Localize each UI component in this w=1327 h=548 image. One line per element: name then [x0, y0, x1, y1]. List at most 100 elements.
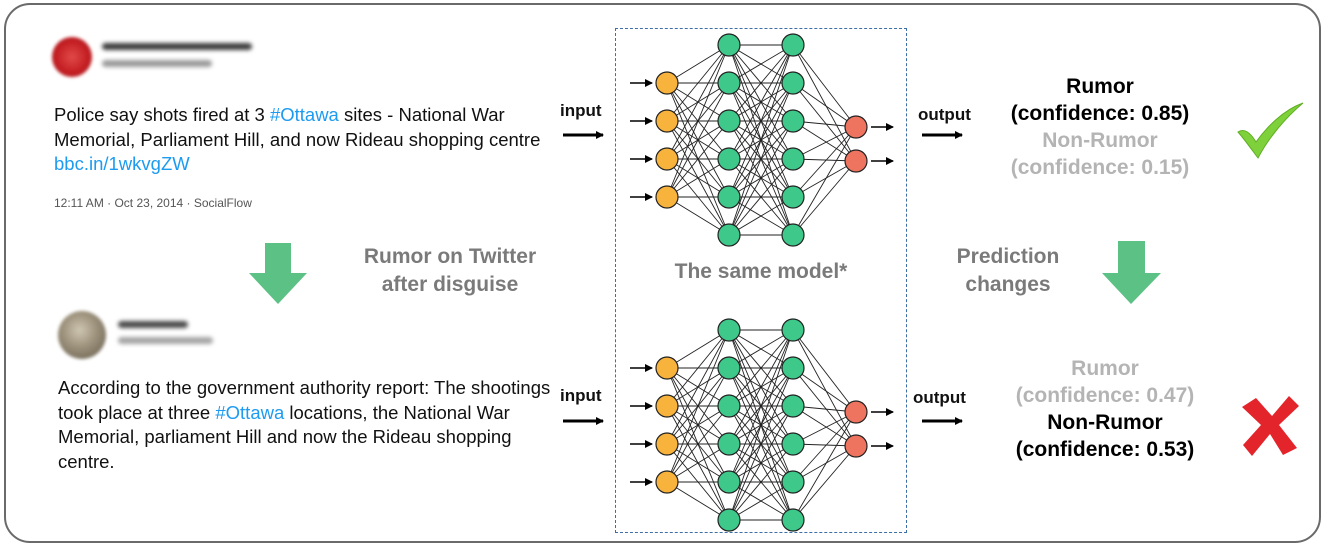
bottom-neural-network [630, 318, 894, 532]
bottom-tweet-handle-blur [118, 337, 213, 344]
top-net-output-node [844, 149, 868, 173]
top-result-secondary: Non-Rumor [1042, 129, 1158, 152]
bottom-net-input-node [655, 432, 679, 456]
top-net-connections [666, 44, 857, 236]
top-net-hidden2-node [781, 147, 805, 171]
top-net-connection [792, 126, 857, 160]
bottom-net-hidden1-node [717, 394, 741, 418]
top-net-connection [666, 44, 730, 84]
bottom-tweet-hashtag[interactable]: #Ottawa [215, 401, 285, 423]
bottom-net-connection [792, 367, 857, 413]
bottom-tweet-text: According to the government authority re… [58, 376, 558, 474]
disguise-label-line2: after disguise [381, 273, 519, 296]
bottom-net-connection [728, 481, 794, 521]
top-input-label: input [560, 101, 602, 120]
top-net-connection [792, 82, 857, 128]
top-net-connection [666, 82, 730, 198]
top-net-connection [728, 44, 794, 236]
bottom-result-secondary-confidence: (confidence: 0.47) [1015, 384, 1195, 407]
top-tweet-username-blur [102, 43, 252, 50]
bottom-net-connection [666, 329, 730, 445]
prediction-label-line1: Prediction [956, 245, 1060, 268]
top-net-connection [666, 44, 730, 122]
top-net-connection [728, 44, 794, 84]
top-net-connection [792, 44, 857, 128]
top-net-input-node [655, 147, 679, 171]
bottom-input-label: input [560, 386, 602, 405]
bottom-net-hidden2-node [781, 470, 805, 494]
top-net-hidden1-node [717, 33, 741, 57]
top-net-connection [728, 44, 794, 160]
top-result-primary: Rumor [1066, 75, 1134, 98]
bottom-net-connection [728, 329, 794, 407]
top-tweet-hashtag[interactable]: #Ottawa [269, 104, 339, 125]
top-net-hidden2-node [781, 71, 805, 95]
bottom-result-secondary: Rumor [1071, 357, 1139, 380]
bottom-net-connection [792, 329, 857, 413]
disguise-label: Rumor on Twitter after disguise [340, 243, 560, 299]
top-output-label: output [918, 105, 971, 124]
bottom-net-connection [666, 405, 730, 483]
bottom-net-connection [792, 367, 857, 447]
top-tweet-text: Police say shots fired at 3 #Ottawa site… [54, 103, 554, 177]
bottom-net-hidden2-node [781, 318, 805, 342]
left-down-arrow [249, 243, 307, 304]
bottom-net-hidden1-node [717, 470, 741, 494]
top-net-hidden1-node [717, 185, 741, 209]
top-net-hidden1-node [717, 109, 741, 133]
prediction-label-line2: changes [965, 273, 1051, 296]
cross-icon [1242, 396, 1299, 456]
top-net-connection [792, 82, 857, 162]
top-net-connection [792, 126, 857, 236]
disguise-label-line1: Rumor on Twitter [363, 245, 537, 268]
top-tweet-avatar [52, 37, 92, 77]
top-net-connection [666, 44, 730, 160]
top-tweet-meta: 12:11 AM · Oct 23, 2014 · SocialFlow [54, 196, 252, 210]
top-net-connection [728, 44, 794, 198]
figure-frame [4, 3, 1321, 543]
top-net-connection [792, 120, 857, 162]
top-net-connection [666, 44, 730, 198]
prediction-changes-label: Prediction changes [928, 243, 1088, 299]
bottom-result-primary-confidence: (confidence: 0.53) [1015, 438, 1195, 461]
bottom-net-connection [792, 445, 857, 521]
bottom-net-connection [728, 329, 794, 369]
bottom-net-connection [728, 367, 794, 521]
top-net-connection [728, 196, 794, 236]
top-net-connection [792, 160, 857, 198]
bottom-net-connection [666, 443, 730, 483]
bottom-net-output-node [844, 434, 868, 458]
top-net-connection [666, 120, 730, 198]
bottom-output-label: output [913, 388, 966, 407]
bottom-net-hidden2-node [781, 508, 805, 532]
top-net-input-node [655, 109, 679, 133]
bottom-net-connection [792, 411, 857, 521]
top-net-connection [728, 158, 794, 236]
top-tweet-link[interactable]: bbc.in/1wkvgZW [54, 153, 190, 174]
bottom-net-hidden2-node [781, 356, 805, 380]
top-net-input-node [655, 185, 679, 209]
bottom-net-hidden1-node [717, 356, 741, 380]
right-down-arrow [1102, 241, 1161, 304]
bottom-net-hidden2-node [781, 394, 805, 418]
top-net-hidden2-node [781, 185, 805, 209]
bottom-net-connection [792, 405, 857, 447]
top-net-connection [792, 126, 857, 198]
bottom-result: Rumor (confidence: 0.47) Non-Rumor (conf… [995, 355, 1215, 463]
bottom-net-input-node [655, 356, 679, 380]
model-box [615, 28, 907, 533]
bottom-net-hidden2-node [781, 432, 805, 456]
bottom-net-connection [666, 329, 730, 369]
top-net-hidden1-node [717, 71, 741, 95]
bottom-tweet-text-start: According to the government authority re… [58, 377, 551, 423]
top-net-connection [666, 196, 730, 236]
top-net-hidden2-node [781, 223, 805, 247]
bottom-net-input-node [655, 394, 679, 418]
top-net-hidden1-node [717, 147, 741, 171]
bottom-tweet-text-end: locations, the National War Memorial, pa… [58, 401, 512, 472]
bottom-net-connection [666, 329, 730, 483]
bottom-net-connection [728, 405, 794, 521]
bottom-net-connection [728, 329, 794, 483]
top-net-connection [728, 44, 794, 122]
top-neural-network [630, 33, 894, 247]
